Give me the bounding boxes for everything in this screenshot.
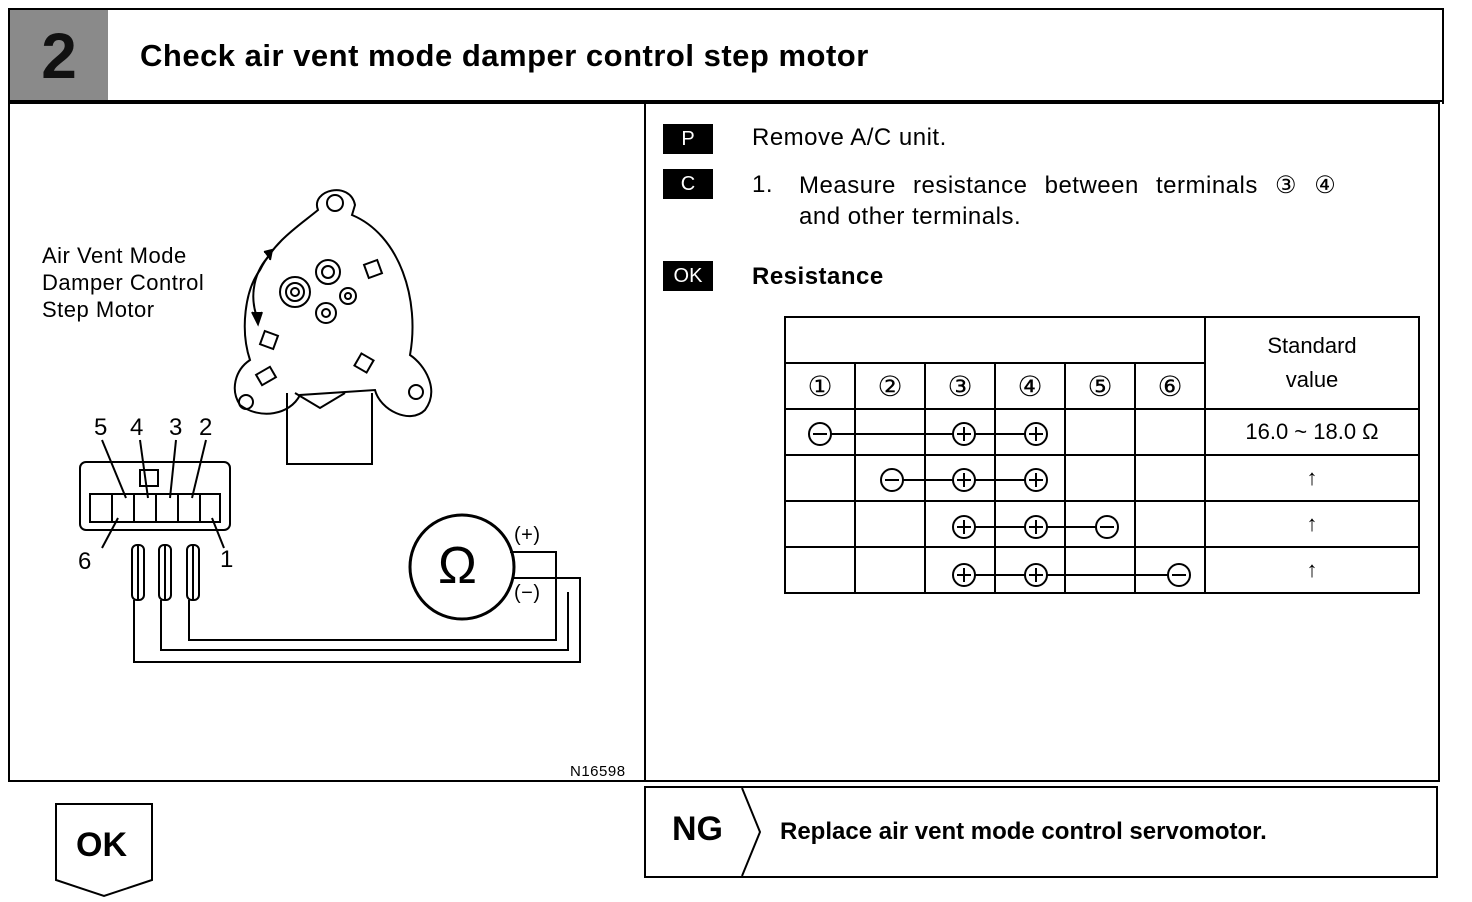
- terminal-header-span: [784, 316, 1206, 364]
- c-text-line1: Measure resistance between terminals ③ ④: [799, 172, 1337, 199]
- gear-medium: [315, 259, 341, 285]
- probe-lead-3: [188, 545, 557, 641]
- terminal-header: ④: [994, 362, 1066, 410]
- ng-label: NG: [672, 810, 723, 848]
- ok-badge: OK: [663, 261, 713, 291]
- terminal-header: ②: [854, 362, 926, 410]
- resistance-table: Standard value ① ② ③ ④ ⑤ ⑥ 16.0 ~ 18.0 Ω…: [784, 316, 1420, 594]
- std-header: Standard value: [1204, 316, 1420, 410]
- ohmmeter: [408, 513, 516, 621]
- p-badge: P: [663, 124, 713, 154]
- std-value: 16.0 ~ 18.0 Ω: [1204, 408, 1420, 456]
- header-line: [8, 100, 1444, 102]
- motor-housing-outline: [233, 189, 433, 417]
- procedure-panel: [644, 102, 1440, 782]
- lead-plus-label: (+): [514, 524, 541, 546]
- table-row: ↑: [784, 454, 1420, 502]
- lead-minus-label: (−): [514, 582, 541, 604]
- p-text: Remove A/C unit.: [752, 124, 947, 151]
- gear-lower: [315, 302, 337, 324]
- ok-heading: Resistance: [752, 263, 884, 290]
- pin-label-3: 3: [169, 414, 183, 441]
- table-row: 16.0 ~ 18.0 Ω: [784, 408, 1420, 456]
- pin-label-4: 4: [130, 414, 144, 441]
- pin-label-2: 2: [199, 414, 213, 441]
- std-value: ↑: [1204, 454, 1420, 502]
- std-header-line2: value: [1285, 367, 1339, 392]
- table-row: Standard value: [784, 316, 1420, 410]
- step-title: Check air vent mode damper control step …: [140, 38, 869, 73]
- header-frame: [8, 8, 1444, 104]
- ok-result-label: OK: [76, 826, 127, 864]
- component-label-line2: Damper Control: [42, 270, 205, 295]
- figure-code: N16598: [570, 763, 626, 780]
- ng-box: [644, 786, 1438, 878]
- gear-large: [279, 276, 311, 308]
- probe-lead-2: [160, 545, 569, 651]
- probe-lead-1: [133, 545, 581, 663]
- c-step-number: 1.: [752, 171, 774, 198]
- mounting-hole-top: [326, 194, 344, 212]
- std-header-line1: Standard: [1267, 333, 1357, 358]
- std-value: ↑: [1204, 500, 1420, 548]
- std-value: ↑: [1204, 546, 1420, 594]
- table-row: ↑: [784, 546, 1420, 594]
- c-badge: C: [663, 169, 713, 199]
- ohm-symbol: Ω: [438, 537, 478, 595]
- c-text-line2: and other terminals.: [799, 203, 1022, 230]
- terminal-header: ⑤: [1064, 362, 1136, 410]
- connector-body: [79, 461, 231, 531]
- pin-label-1: 1: [220, 546, 234, 573]
- mounting-hole-right: [408, 384, 424, 400]
- pin-label-6: 6: [78, 548, 92, 575]
- gear-small: [339, 287, 357, 305]
- terminal-header: ⑥: [1134, 362, 1206, 410]
- table-header-row: ① ② ③ ④ ⑤ ⑥: [784, 362, 1419, 410]
- step-number: 2: [10, 10, 108, 102]
- pin-label-5: 5: [94, 414, 108, 441]
- component-label-line3: Step Motor: [42, 297, 155, 322]
- terminal-header: ③: [924, 362, 996, 410]
- mounting-hole-left: [238, 394, 254, 410]
- component-label-line1: Air Vent Mode: [42, 243, 187, 268]
- terminal-header: ①: [784, 362, 856, 410]
- ng-action-text: Replace air vent mode control servomotor…: [780, 818, 1267, 845]
